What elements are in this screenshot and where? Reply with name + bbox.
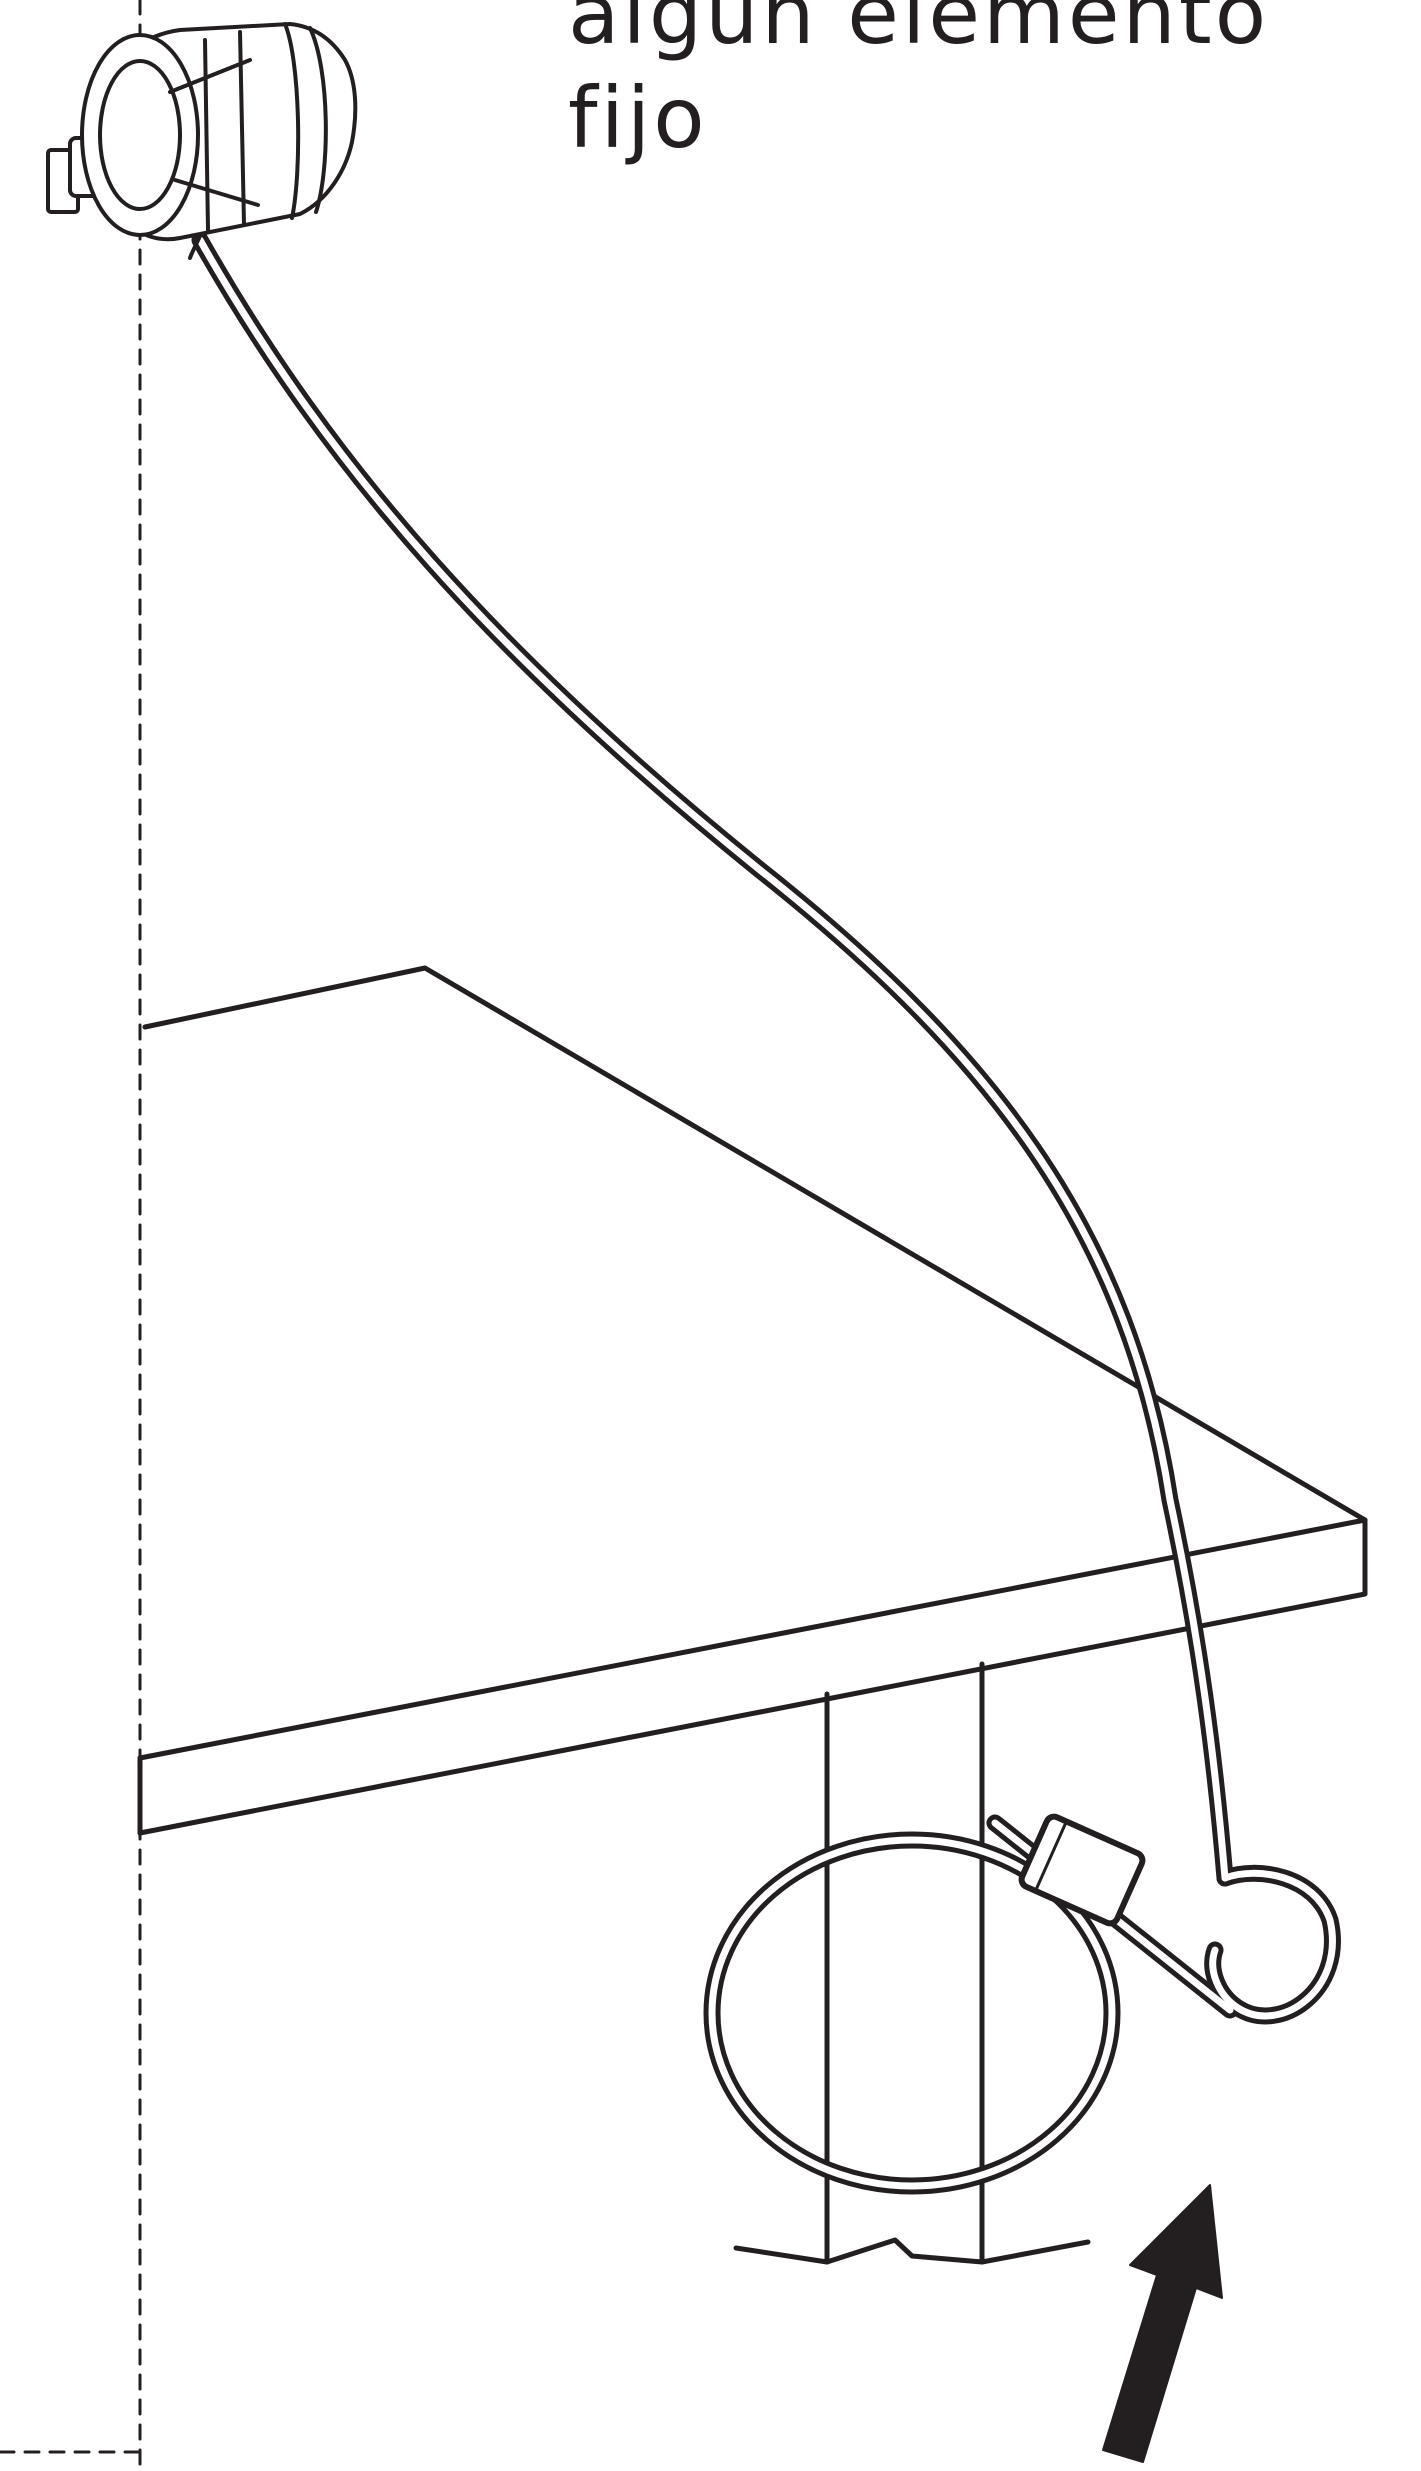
table-top	[137, 965, 1368, 1836]
table-leg	[733, 1661, 1091, 2265]
cable-ferrule	[1018, 1813, 1146, 1927]
arrow-up-right-icon	[1102, 2184, 1223, 2463]
instruction-caption: algún elemento fijo	[568, 0, 1269, 170]
cylinder-lock-icon	[46, 22, 358, 260]
caption-line-1: algún elemento	[568, 0, 1270, 63]
caption-line-2: fijo	[568, 69, 708, 167]
dashed-guide-lines	[0, 0, 142, 2471]
cable	[191, 231, 1341, 2195]
